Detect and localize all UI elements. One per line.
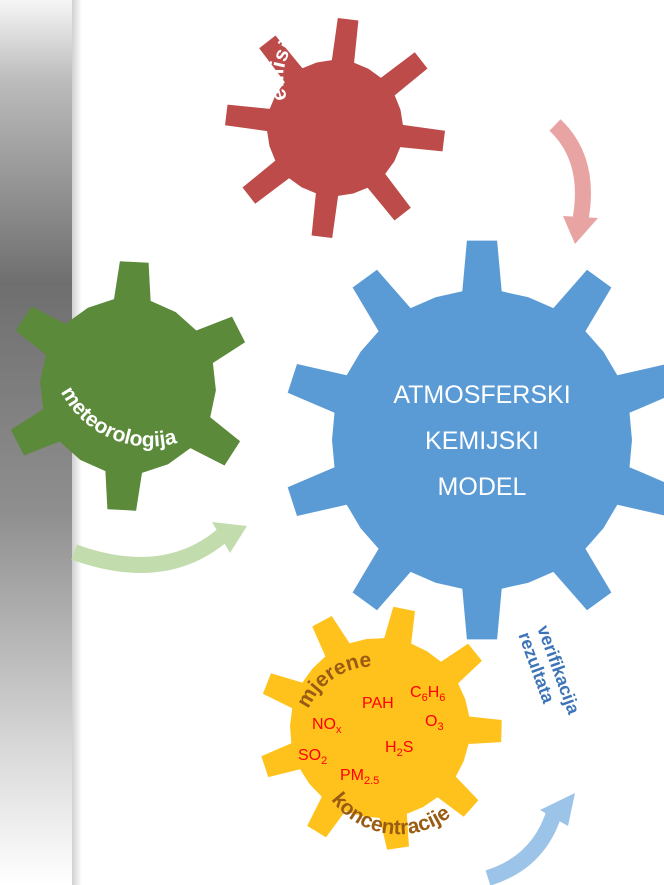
measured-species: PAH C6H6 NOx O3 H2S SO2 PM2.5 <box>298 684 445 787</box>
measurements-gear: mjerene koncentracije PAH C6H6 NOx O3 H2… <box>261 606 502 850</box>
emissions-gear-shape <box>225 18 445 238</box>
meteorology-gear: meteorologija <box>10 261 246 511</box>
species-so2: SO2 <box>298 747 327 767</box>
arrow-meteorology-to-model <box>71 522 247 573</box>
species-pm25: PM2.5 <box>340 767 379 787</box>
model-title-line1: ATMOSFERSKI <box>393 381 570 409</box>
species-c6h6: C6H6 <box>410 684 445 704</box>
measurements-gear-shape <box>261 606 502 850</box>
verification-label: verifikacija rezultata <box>514 623 584 718</box>
model-title-line2: KEMIJSKI <box>425 427 539 455</box>
model-gear-shape <box>287 240 664 640</box>
species-pah: PAH <box>362 695 394 712</box>
model-title-line3: MODEL <box>438 473 527 501</box>
species-o3: O3 <box>425 713 444 733</box>
species-nox: NOx <box>312 716 342 736</box>
arrow-emissions-to-model <box>549 119 598 244</box>
species-h2s: H2S <box>385 739 413 759</box>
meteorology-gear-shape <box>10 261 246 511</box>
emissions-gear: emisije <box>225 18 445 238</box>
arrow-measurements-to-verification <box>485 793 575 885</box>
model-gear: ATMOSFERSKI KEMIJSKI MODEL <box>287 240 664 640</box>
